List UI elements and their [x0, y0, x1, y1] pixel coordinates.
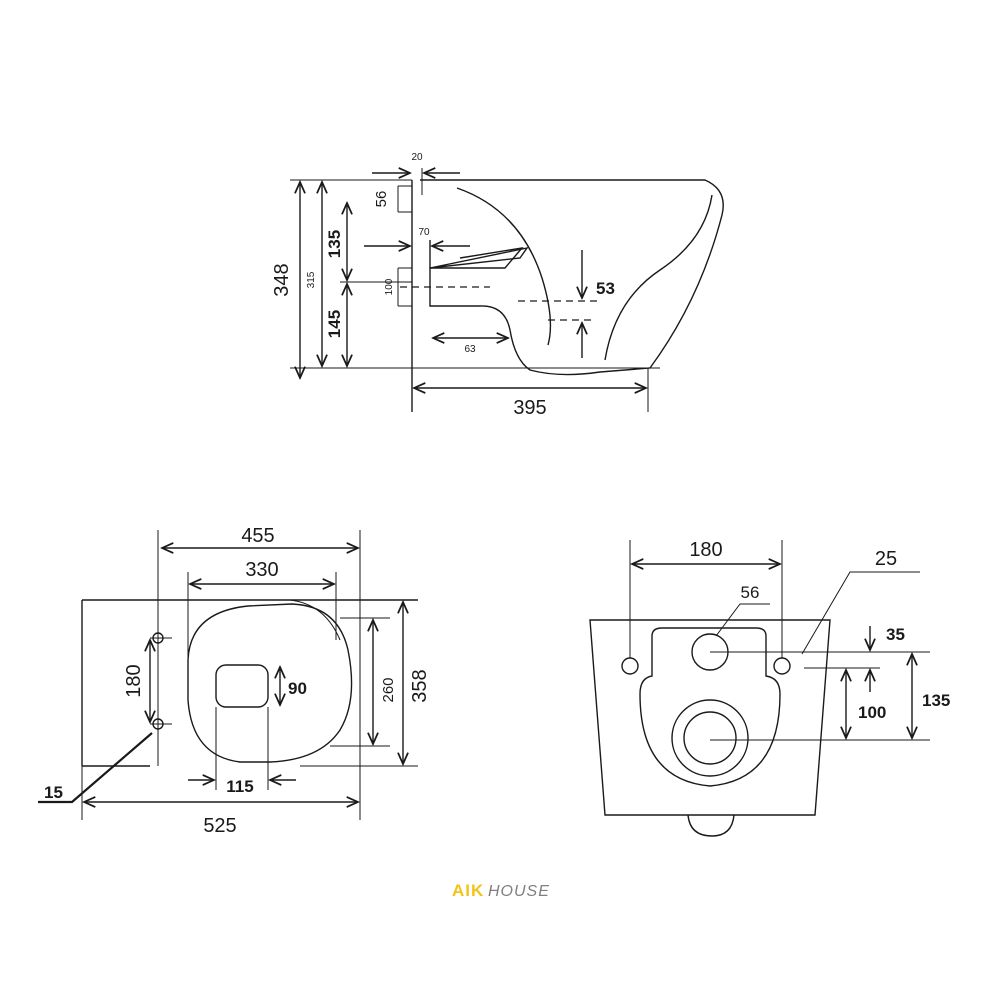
side-view: 348 315 135 145 56 20 70 100 63 53 — [271, 152, 724, 419]
bowl-opening — [215, 664, 269, 708]
dim-label-455: 455 — [241, 525, 274, 547]
dim-label-63: 63 — [464, 344, 476, 355]
dim-label-348: 348 — [271, 263, 293, 296]
rear-view: 180 25 56 35 100 135 — [589, 539, 950, 837]
dim-label-35: 35 — [886, 625, 905, 644]
brand-logo: AIK HOUSE — [452, 881, 550, 900]
outlet-inner — [683, 711, 737, 765]
dim-label-rear-135: 135 — [922, 691, 950, 710]
dim-label-20: 20 — [411, 152, 423, 163]
dim-label-145: 145 — [325, 310, 344, 338]
dim-label-53: 53 — [596, 279, 615, 298]
dim-bracket-56 — [397, 185, 412, 213]
dim-label-90: 90 — [288, 679, 307, 698]
inlet-pipe — [429, 240, 529, 269]
dim-label-100: 100 — [384, 278, 395, 295]
logo-primary-text: AIK — [452, 881, 484, 900]
leader-15 — [38, 732, 153, 804]
bolt-hole-right — [773, 657, 791, 675]
dim-label-15: 15 — [44, 783, 63, 802]
rear-inner-recess — [639, 627, 781, 787]
outlet-outer — [671, 699, 749, 777]
dim-label-56: 56 — [373, 191, 390, 208]
bolt-hole-left — [621, 657, 639, 675]
outlet-bracket — [397, 267, 412, 307]
bowl-outline — [420, 179, 724, 376]
rear-body-outline — [589, 619, 831, 816]
bowl-rear-curve — [604, 194, 713, 361]
dim-label-rear-100: 100 — [858, 703, 886, 722]
dim-label-25: 25 — [875, 548, 897, 570]
dim-label-70: 70 — [418, 227, 430, 238]
dim-label-315: 315 — [306, 271, 317, 288]
dim-label-330: 330 — [245, 559, 278, 581]
dim-label-115: 115 — [226, 777, 253, 796]
dim-label-395: 395 — [513, 397, 546, 419]
wall-outline — [81, 599, 418, 767]
seat-rim-curve — [289, 599, 341, 641]
dim-label-135: 135 — [325, 230, 344, 258]
logo-secondary-text: HOUSE — [488, 883, 550, 900]
rear-drain-bump — [687, 814, 735, 837]
leader-56 — [715, 603, 770, 637]
top-view: 455 330 180 90 260 358 115 15 525 — [38, 525, 431, 837]
seat-outline — [187, 603, 353, 763]
dim-label-180: 180 — [123, 664, 145, 697]
dim-label-rear-56: 56 — [741, 583, 760, 602]
dim-label-rear-180: 180 — [689, 539, 722, 561]
leader-25 — [801, 571, 920, 655]
bowl-inner-curve — [456, 187, 552, 346]
dim-label-525: 525 — [203, 815, 236, 837]
dim-label-358: 358 — [409, 669, 431, 702]
dim-label-260: 260 — [380, 677, 397, 702]
